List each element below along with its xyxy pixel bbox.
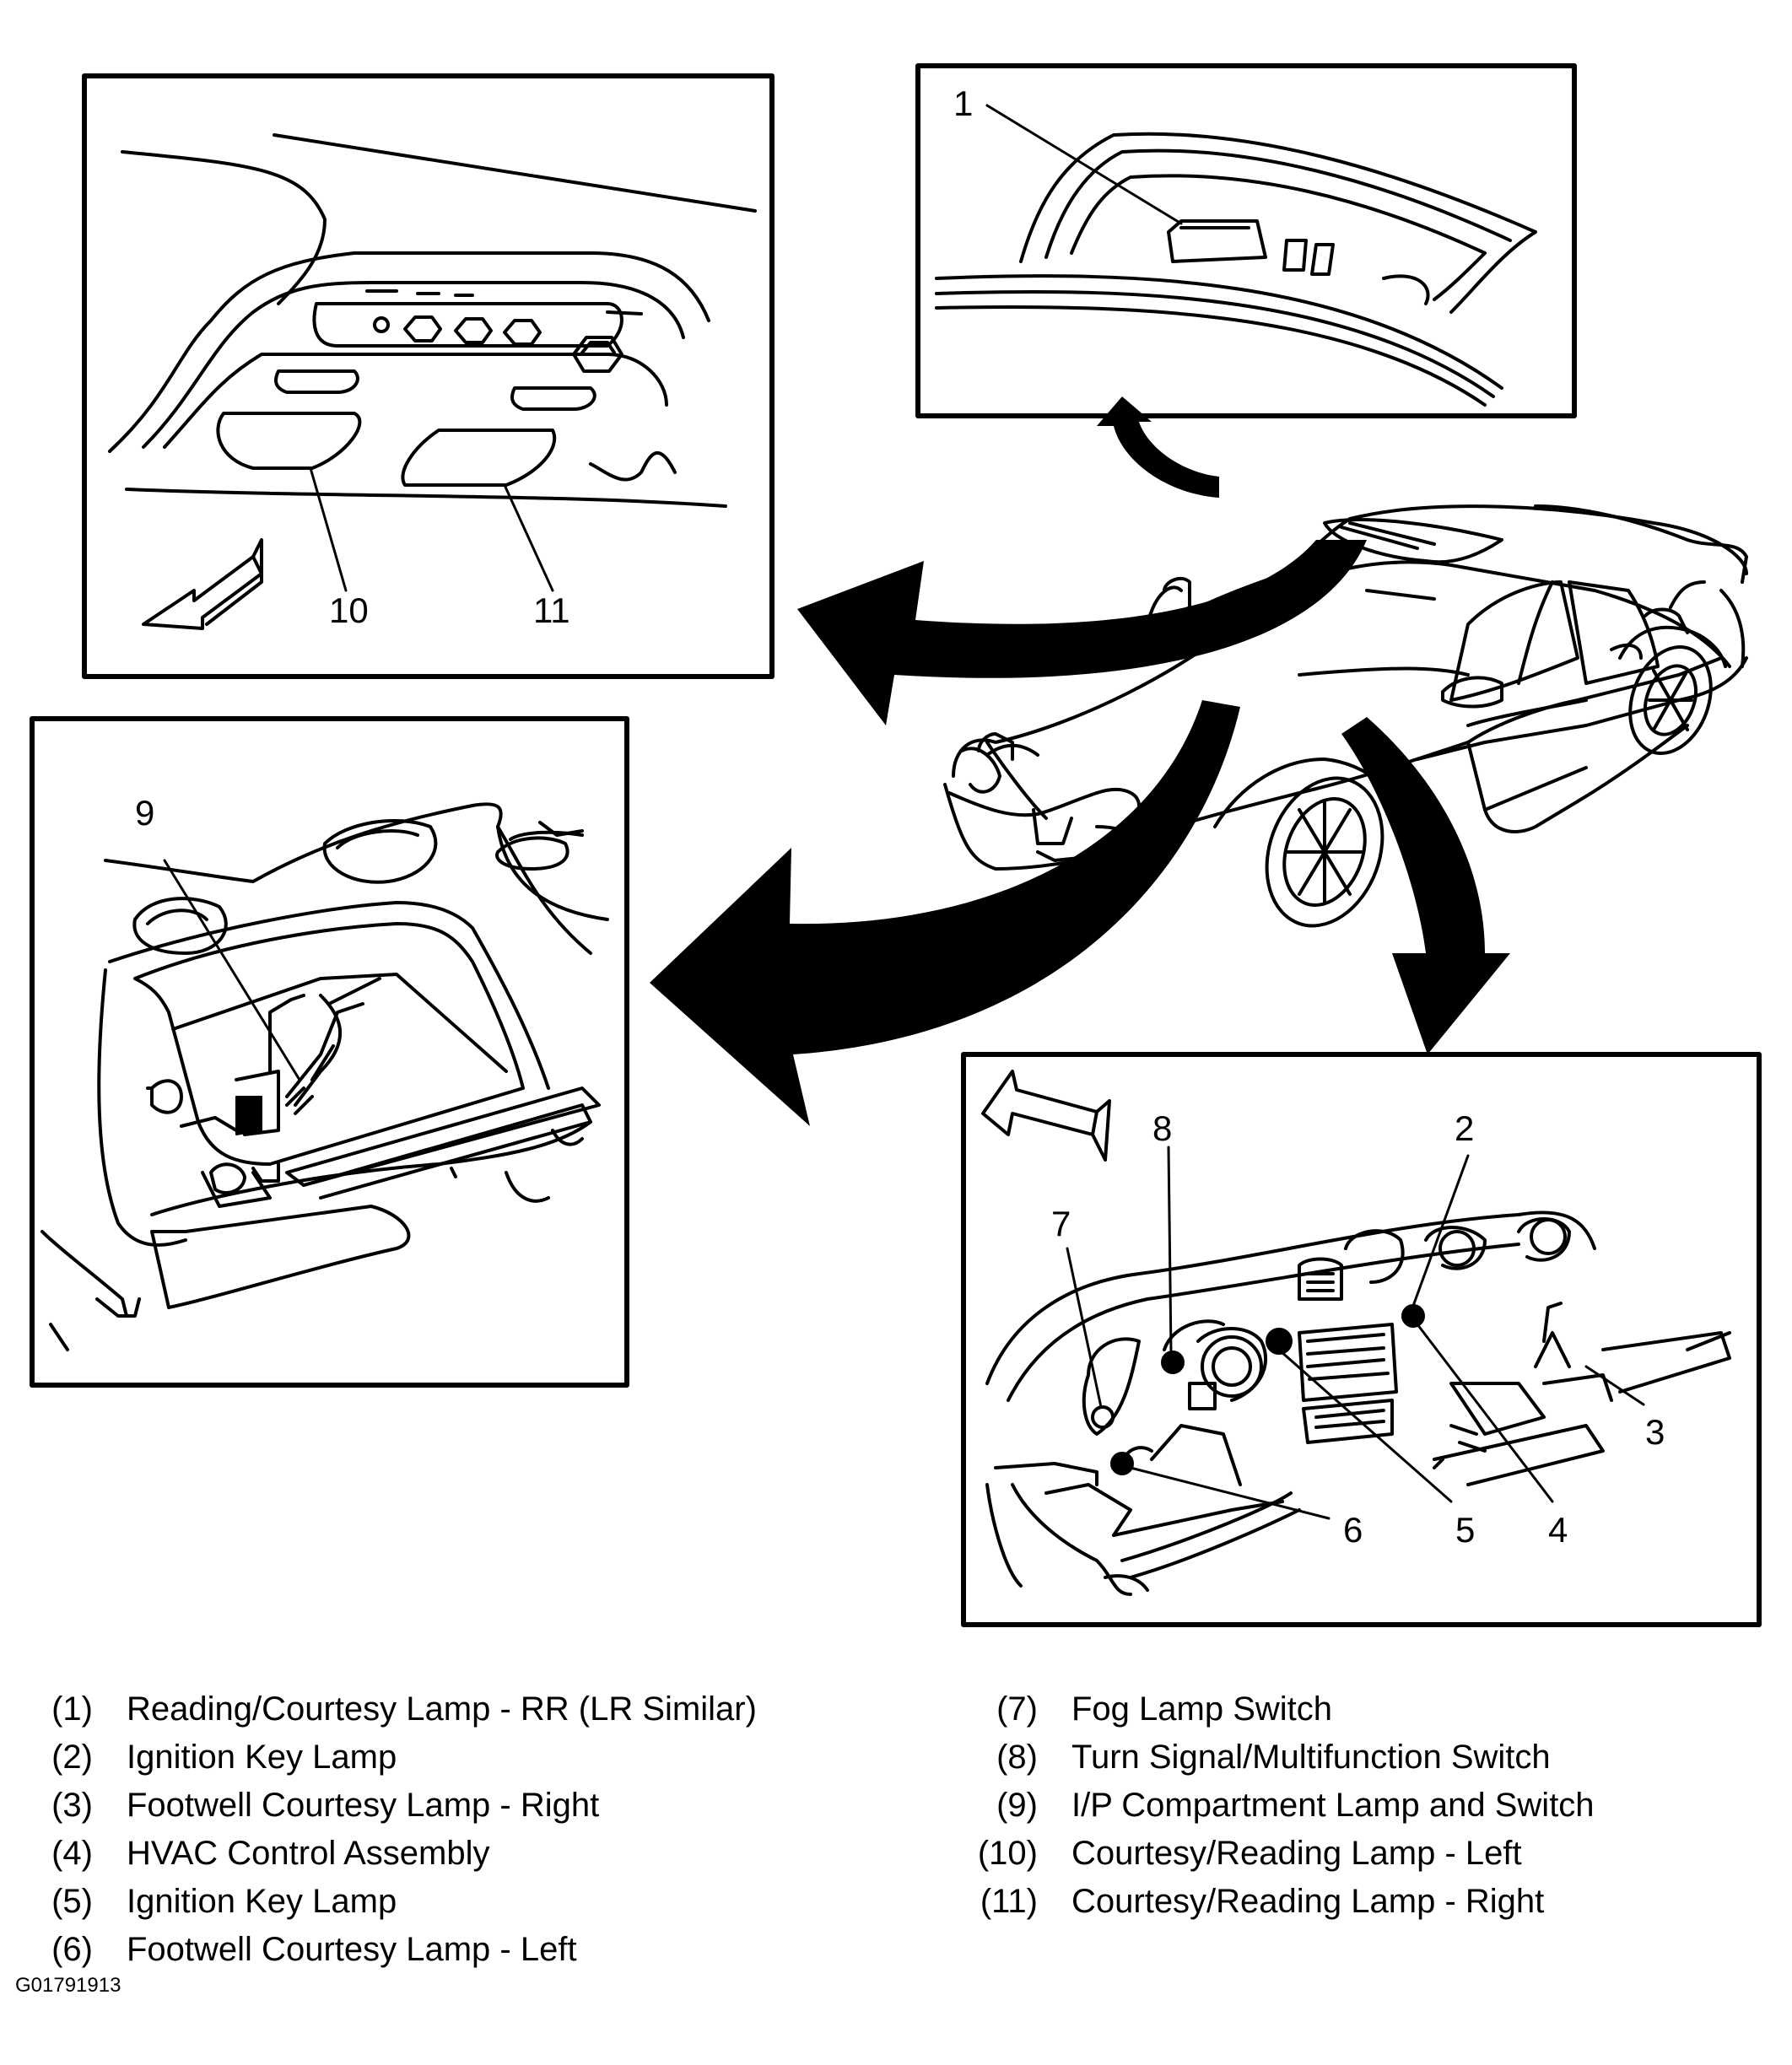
callout-1: 1 (953, 84, 973, 123)
callout-10: 10 (329, 590, 369, 630)
legend-item-4: (4) HVAC Control Assembly (17, 1830, 757, 1878)
legend-text: Ignition Key Lamp (127, 1739, 397, 1776)
vehicle-illustration (943, 504, 1748, 928)
legend-number: (9) (996, 1787, 1038, 1824)
callout-5: 5 (1455, 1510, 1475, 1550)
legend-text: Ignition Key Lamp (127, 1883, 397, 1920)
legend-item-3: (3) Footwell Courtesy Lamp - Right (17, 1782, 757, 1830)
callout-8: 8 (1152, 1108, 1172, 1148)
legend-item-5: (5) Ignition Key Lamp (17, 1878, 757, 1926)
legend-number: (10) (977, 1835, 1038, 1872)
callout-3: 3 (1645, 1412, 1665, 1452)
legend-text: Footwell Courtesy Lamp - Right (127, 1787, 600, 1824)
legend-text: Turn Signal/Multifunction Switch (1071, 1739, 1551, 1776)
legend-number: (3) (51, 1787, 93, 1824)
legend-text: Footwell Courtesy Lamp - Left (127, 1931, 577, 1968)
legend-item-1: (1) Reading/Courtesy Lamp - RR (LR Simila… (17, 1685, 757, 1733)
legend-number: (4) (51, 1835, 93, 1872)
callout-7: 7 (1051, 1204, 1071, 1243)
callout-6: 6 (1343, 1510, 1363, 1550)
panel-rear-reading-lamp (915, 63, 1577, 418)
legend-text: Fog Lamp Switch (1071, 1690, 1333, 1728)
legend-number: (8) (996, 1739, 1038, 1776)
callout-4: 4 (1548, 1510, 1568, 1550)
panel-overhead-console (82, 73, 775, 679)
legend-left-column: (1) Reading/Courtesy Lamp - RR (LR Simila… (17, 1685, 757, 1974)
legend-text: Courtesy/Reading Lamp - Left (1071, 1835, 1522, 1872)
legend-text: Reading/Courtesy Lamp - RR (LR Similar) (127, 1690, 757, 1728)
legend-number: (2) (51, 1739, 93, 1776)
legend-item-7: (7) Fog Lamp Switch (962, 1685, 1595, 1733)
legend-item-10: (10) Courtesy/Reading Lamp - Left (962, 1830, 1595, 1878)
panel-instrument-panel (961, 1052, 1762, 1627)
callout-9: 9 (135, 793, 154, 833)
figure-id: G01791913 (15, 1974, 121, 1997)
legend-text: Courtesy/Reading Lamp - Right (1071, 1883, 1545, 1920)
legend-number: (6) (51, 1931, 93, 1968)
legend-item-8: (8) Turn Signal/Multifunction Switch (962, 1733, 1595, 1782)
legend-number: (7) (996, 1690, 1038, 1728)
legend-number: (1) (51, 1690, 93, 1728)
legend-item-2: (2) Ignition Key Lamp (17, 1733, 757, 1782)
legend-number: (5) (51, 1883, 93, 1920)
legend-item-9: (9) I/P Compartment Lamp and Switch (962, 1782, 1595, 1830)
callout-11: 11 (533, 590, 570, 630)
legend-item-11: (11) Courtesy/Reading Lamp - Right (962, 1878, 1595, 1926)
legend-number: (11) (980, 1883, 1038, 1920)
panel-ip-compartment (30, 716, 629, 1388)
callout-2: 2 (1455, 1108, 1474, 1148)
legend-right-column: (7) Fog Lamp Switch (8) Turn Signal/Multif… (962, 1685, 1595, 1926)
legend-text: I/P Compartment Lamp and Switch (1071, 1787, 1595, 1824)
legend-item-6: (6) Footwell Courtesy Lamp - Left (17, 1926, 757, 1974)
pointer-arrows (650, 396, 1510, 1126)
legend-text: HVAC Control Assembly (127, 1835, 490, 1872)
